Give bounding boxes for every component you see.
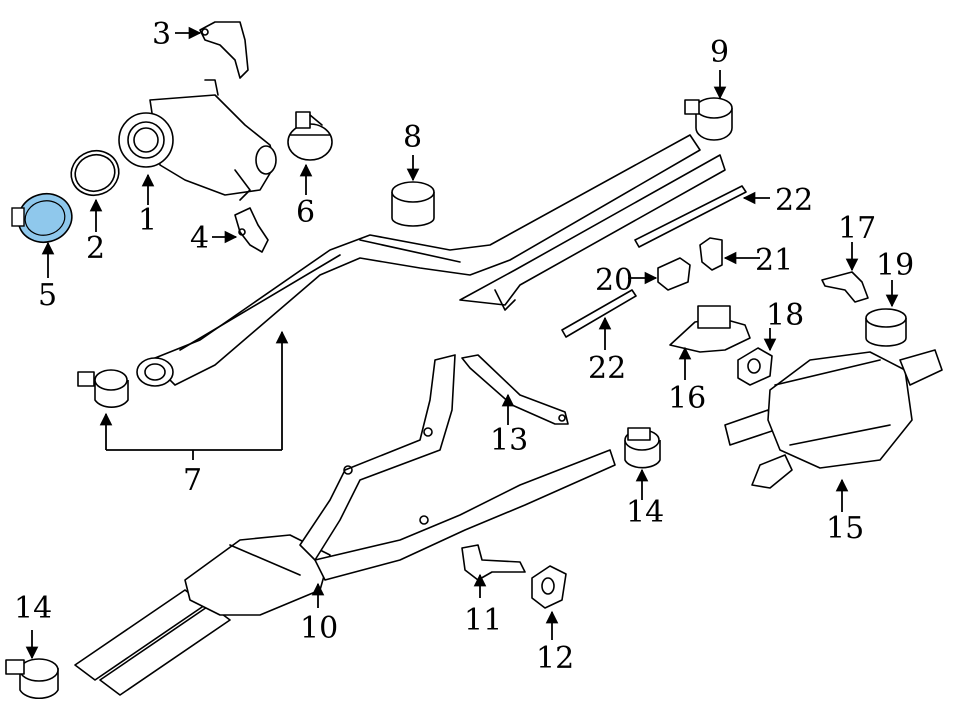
callout-22-upper: 22 (775, 183, 813, 218)
callout-4: 4 (190, 221, 209, 256)
callout-3: 3 (152, 17, 171, 52)
callout-15: 15 (826, 511, 864, 546)
part-16-bracket[interactable] (669, 305, 751, 353)
callout-9: 9 (710, 35, 729, 70)
callout-6: 6 (296, 195, 315, 230)
callout-16: 16 (668, 381, 706, 416)
part-17-bracket[interactable] (821, 271, 869, 303)
part-7-front-pipe[interactable] (136, 134, 726, 387)
callout-10: 10 (300, 611, 338, 646)
callout-8: 8 (403, 120, 422, 155)
callout-12: 12 (536, 641, 574, 676)
part-11-bracket[interactable] (461, 544, 526, 581)
callout-11: 11 (464, 603, 502, 638)
part-9-clamp[interactable] (684, 97, 733, 141)
callout-18: 18 (766, 298, 804, 333)
part-10-center-pipe[interactable] (74, 354, 616, 696)
part-6-clamp[interactable] (287, 111, 333, 161)
callout-7: 7 (183, 463, 202, 498)
part-19-rubber-mount[interactable] (865, 308, 907, 347)
callout-22-lower: 22 (588, 351, 626, 386)
part-14-clamp-right[interactable] (624, 427, 661, 469)
part-8-rubber-mount[interactable] (391, 181, 435, 227)
part-20-sensor[interactable] (657, 257, 691, 291)
callout-19: 19 (876, 248, 914, 283)
leader-lines (25, 26, 899, 660)
part-3-bracket[interactable] (199, 21, 249, 79)
part-5-gasket[interactable] (11, 188, 77, 248)
part-15-rear-muffler[interactable] (724, 349, 943, 489)
part-12-hanger[interactable] (531, 565, 567, 609)
part-18-hanger[interactable] (737, 347, 773, 386)
part-21-hanger[interactable] (699, 237, 723, 271)
callout-20: 20 (595, 263, 633, 298)
part-22-rod-lower[interactable] (561, 289, 637, 338)
callout-2: 2 (86, 231, 105, 266)
part-13-hanger-strap[interactable] (461, 354, 569, 425)
part-7-clamp[interactable] (77, 369, 129, 409)
part-4-bracket[interactable] (234, 207, 269, 253)
callout-1: 1 (138, 203, 157, 238)
callout-5: 5 (38, 278, 57, 313)
callout-14-right: 14 (626, 495, 664, 530)
callout-21: 21 (755, 243, 793, 278)
callout-13: 13 (490, 423, 528, 458)
callout-labels: 3 1 2 4 5 6 7 8 9 22 21 20 22 17 19 18 1… (14, 17, 914, 676)
callout-14-left: 14 (14, 591, 52, 626)
callout-17: 17 (838, 211, 876, 246)
part-14-clamp-left[interactable] (5, 658, 59, 700)
part-1-catalytic-converter[interactable] (118, 79, 277, 201)
part-2-gasket-ring[interactable] (65, 144, 125, 202)
